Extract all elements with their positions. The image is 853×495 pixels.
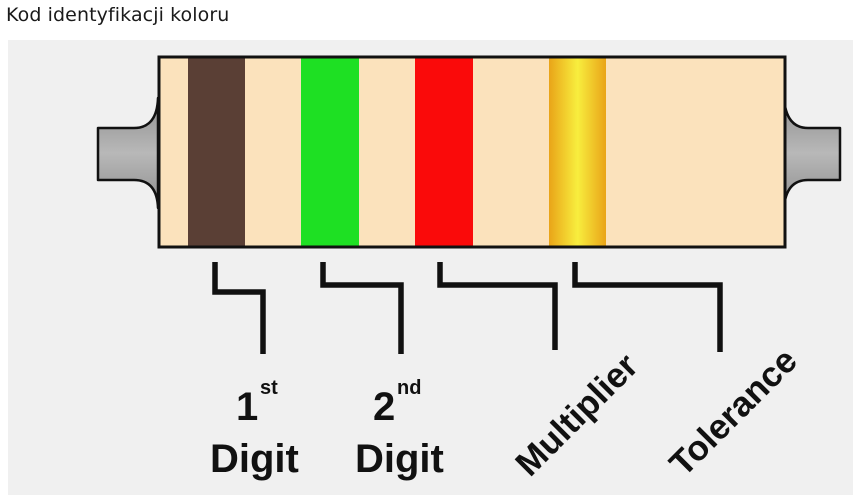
band-1st-digit <box>188 57 245 247</box>
label-2nd-digit-word: Digit <box>355 437 444 481</box>
label-2nd-digit-sup: nd <box>397 377 421 399</box>
label-1st-digit-word: Digit <box>210 437 299 481</box>
label-2nd-digit-number: 2 <box>373 385 395 429</box>
label-1st-digit-sup: st <box>260 377 278 399</box>
band-gold <box>549 57 606 247</box>
resistor-outline <box>157 55 787 249</box>
leader-line-1st-digit <box>212 262 266 354</box>
leader-line-2nd-digit <box>320 262 404 354</box>
band-red <box>415 57 473 247</box>
leader-line-tolerance <box>572 262 723 352</box>
band-2nd-digit <box>301 57 359 247</box>
page-title: Kod identyfikacji koloru <box>6 4 230 26</box>
leader-line-multiplier <box>437 262 558 350</box>
label-1st-digit-number: 1 <box>236 385 258 429</box>
